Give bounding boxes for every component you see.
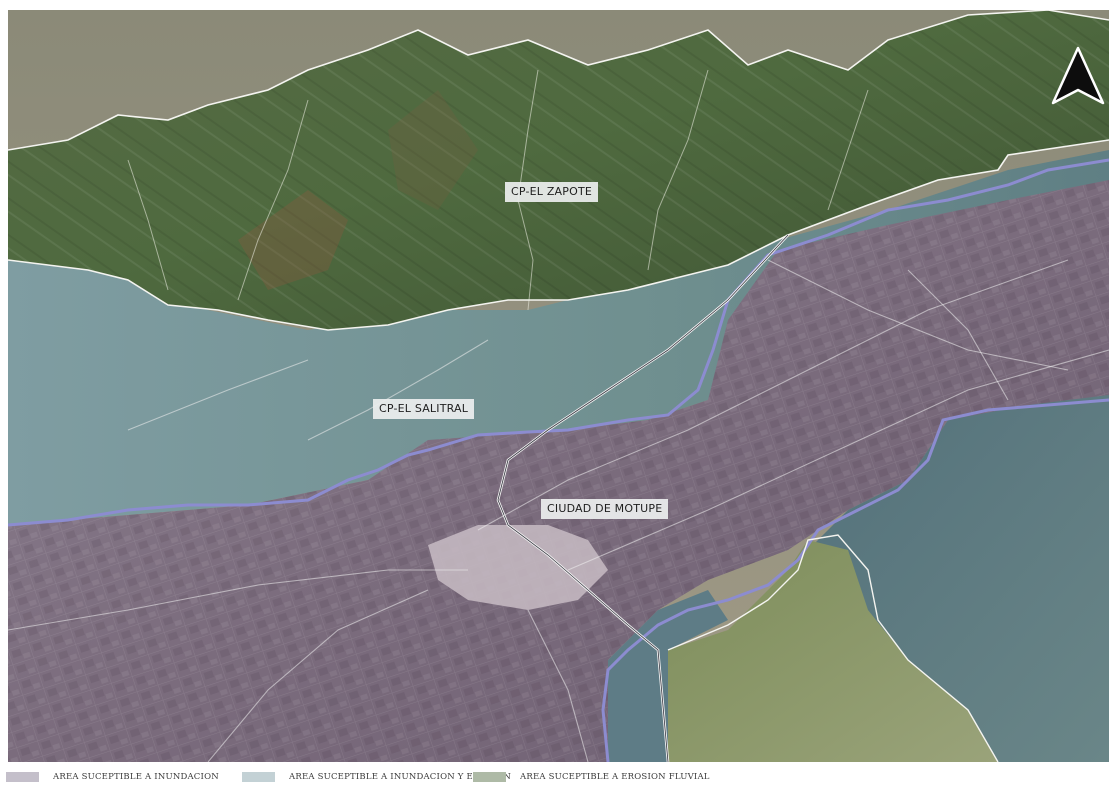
label-cp-el-salitral: CP-EL SALITRAL [373,399,475,419]
river-erosion-zone-south [668,540,998,762]
legend-label-flood-erosion: ÁREA SUCEPTIBLE A INUNDACIÓN Y EROSIÓN [289,773,512,781]
label-ciudad-de-motupe: CIUDAD DE MOTUPE [541,499,669,519]
legend: ÁREA SUCEPTIBLE A INUNDACIÓN ÁREA SUCEPT… [0,763,1109,791]
zone-boundary-mountain-base [8,139,1109,331]
legend-item-flood: ÁREA SUCEPTIBLE A INUNDACIÓN [6,770,219,784]
legend-label-flood: ÁREA SUCEPTIBLE A INUNDACIÓN [53,773,219,781]
legend-swatch-flood-erosion [242,772,275,782]
north-arrow-icon [1051,46,1105,105]
legend-item-river-erosion: ÁREA SUCEPTIBLE A EROSIÓN FLUVIAL [473,770,710,784]
satellite-map: CP-EL ZAPOTE CP-EL SALITRAL CIUDAD DE MO… [8,10,1109,762]
legend-swatch-river-erosion [473,772,506,782]
legend-label-river-erosion: ÁREA SUCEPTIBLE A EROSIÓN FLUVIAL [520,773,710,781]
secondary-roads [8,259,1109,762]
flood-erosion-zone-east [788,395,1109,762]
label-cp-el-zapote: CP-EL ZAPOTE [505,182,599,202]
legend-item-flood-erosion: ÁREA SUCEPTIBLE A INUNDACIÓN Y EROSIÓN [242,770,511,784]
zone-boundary-north [8,10,1109,151]
river-line-east [601,398,1109,762]
zone-boundary-east-hill [667,534,999,762]
river-line-west [8,158,1109,527]
legend-swatch-flood [6,772,39,782]
map-canvas [8,10,1109,762]
town-area [428,525,608,610]
